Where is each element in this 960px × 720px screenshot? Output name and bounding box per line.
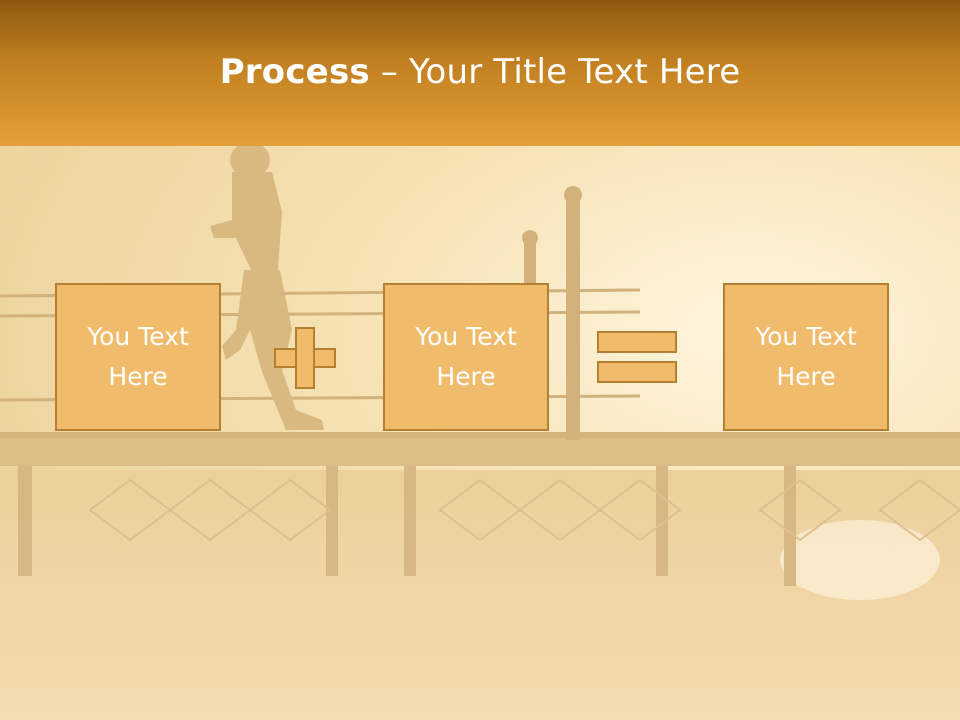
title-bold: Process	[219, 52, 370, 92]
slide-title[interactable]: Process – Your Title Text Here	[0, 52, 960, 92]
process-box-1[interactable]: You Text Here	[55, 283, 221, 431]
process-box-3[interactable]: You Text Here	[723, 283, 889, 431]
box-2-line1: You Text	[415, 322, 517, 351]
box-1-line2: Here	[108, 362, 168, 391]
title-bar: Process – Your Title Text Here	[0, 0, 960, 146]
plus-icon	[274, 327, 336, 389]
box-1-line1: You Text	[87, 322, 189, 351]
box-2-line2: Here	[436, 362, 496, 391]
title-rest: – Your Title Text Here	[369, 52, 741, 92]
process-box-2[interactable]: You Text Here	[383, 283, 549, 431]
box-3-line1: You Text	[755, 322, 857, 351]
box-3-line2: Here	[776, 362, 836, 391]
equals-icon	[597, 331, 677, 383]
